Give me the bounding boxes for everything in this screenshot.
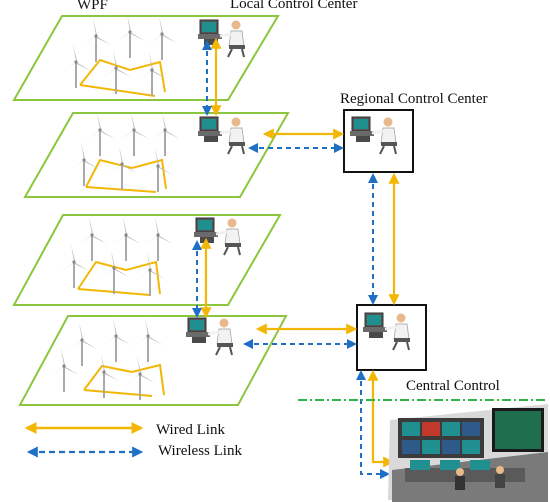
label-central-control: Central Control — [406, 378, 500, 394]
regional-control-center-box-2 — [356, 304, 427, 371]
central-control-room — [388, 404, 548, 502]
wired-link-central — [367, 369, 395, 468]
legend-wireless-label: Wireless Link — [158, 443, 242, 459]
wpf-platform-3 — [12, 214, 282, 306]
label-wpf: WPF — [77, 0, 108, 13]
label-regional-control-center: Regional Control Center — [340, 91, 488, 107]
label-local-control-center: Local Control Center — [230, 0, 358, 12]
legend-wired-label: Wired Link — [156, 422, 225, 438]
wireless-link-central — [356, 370, 390, 479]
regional-control-center-box — [343, 109, 414, 173]
wpf-platform-4 — [18, 315, 288, 406]
